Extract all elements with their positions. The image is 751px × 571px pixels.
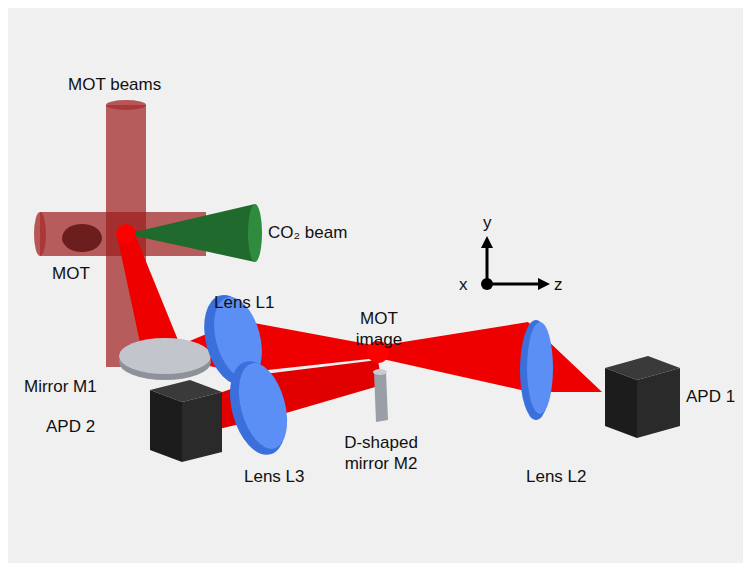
part-label: Lens L1 (214, 292, 275, 313)
part-label: MOT beams (68, 74, 161, 95)
part-label: D-shaped mirror M2 (336, 432, 426, 474)
part-label: Lens L3 (244, 466, 305, 487)
part-label: CO₂ beam (268, 222, 347, 243)
part-label: MOT image (350, 308, 408, 350)
part-label: APD 1 (686, 386, 735, 407)
part-label: MOT (52, 263, 90, 284)
part-label: Mirror M1 (24, 376, 97, 397)
axis-label: y (483, 212, 492, 233)
part-label: APD 2 (46, 416, 95, 437)
axis-label: z (554, 274, 563, 295)
part-label: Lens L2 (526, 466, 587, 487)
axis-label: x (459, 274, 468, 295)
